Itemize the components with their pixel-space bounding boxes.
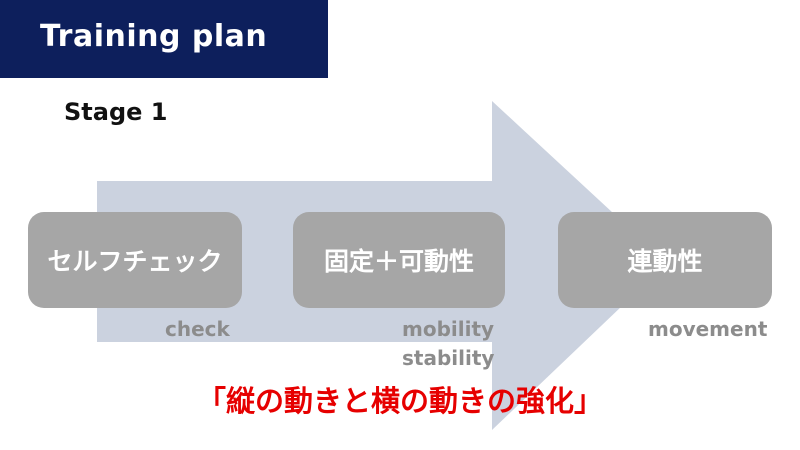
- caption-check: check: [165, 317, 230, 341]
- caption-mobility: mobility: [402, 317, 495, 341]
- emphasis-text: 「縦の動きと横の動きの強化」: [196, 384, 603, 418]
- title-banner: Training plan: [0, 0, 328, 78]
- step-box-coordination: 連動性: [558, 212, 772, 308]
- step-box-fixation-mobility: 固定＋可動性: [293, 212, 505, 308]
- step-label: セルフチェック: [47, 247, 223, 276]
- step-label: 連動性: [627, 247, 703, 276]
- page-title: Training plan: [40, 19, 268, 54]
- caption-stability: stability: [402, 346, 495, 370]
- caption-movement: movement: [648, 317, 768, 341]
- step-box-self-check: セルフチェック: [28, 212, 242, 308]
- step-label: 固定＋可動性: [323, 247, 474, 276]
- stage-label: Stage 1: [64, 98, 168, 126]
